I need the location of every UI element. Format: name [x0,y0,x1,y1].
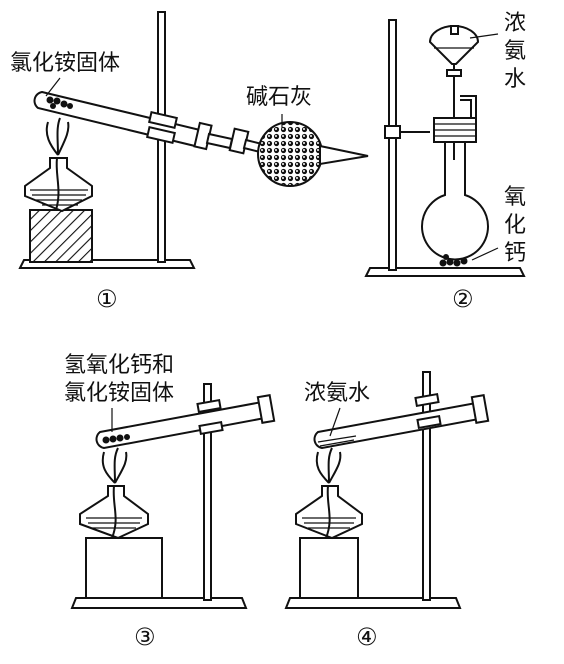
plain-block-4 [299,537,359,599]
solid-label-1: 氯化铵固体 [10,51,120,76]
iron-stand-4 [284,371,462,609]
drying-tube [205,121,369,187]
solid-label-2-char-1: 氧 [504,185,526,210]
liquid-label-4: 浓氨水 [304,381,370,406]
label-apparatus-4: ④ [356,623,378,651]
solid-label-3-line-2: 氯化铵固体 [64,381,174,406]
solid-label-2-char-3: 钙 [504,241,526,266]
liquid-label-2-char-3: 水 [504,67,526,92]
iron-stand-2 [364,19,526,277]
alcohol-lamp-3 [79,447,149,540]
apparatus-4: 浓氨水 ④ [284,371,490,651]
liquid-label-2-char-1: 浓 [504,11,526,36]
apparatus-3: 氢氧化钙和 氯化铵固体 ③ [64,353,276,651]
hatched-block [29,209,93,263]
dropping-funnel [428,25,480,160]
liquid-label-2-char-2: 氨 [504,39,526,64]
iron-stand-3 [70,383,248,609]
label-apparatus-3: ③ [134,623,156,651]
label-apparatus-1: ① [96,285,118,313]
drying-agent-label: 碱石灰 [246,85,312,110]
solid-label-2-char-2: 化 [504,213,526,238]
test-tube-1 [33,90,213,151]
plain-block-3 [85,537,163,599]
test-tube-3 [95,393,276,450]
alcohol-lamp-4 [295,447,363,540]
apparatus-2: 浓 氨 水 氧 化 钙 ② [364,11,526,313]
round-flask [421,117,489,267]
test-tube-4 [313,392,490,450]
solid-label-3-line-1: 氢氧化钙和 [64,353,174,378]
alcohol-lamp-1 [24,117,93,213]
label-apparatus-2: ② [452,285,474,313]
apparatus-1: 氯化铵固体 碱石灰 ① [10,11,369,313]
